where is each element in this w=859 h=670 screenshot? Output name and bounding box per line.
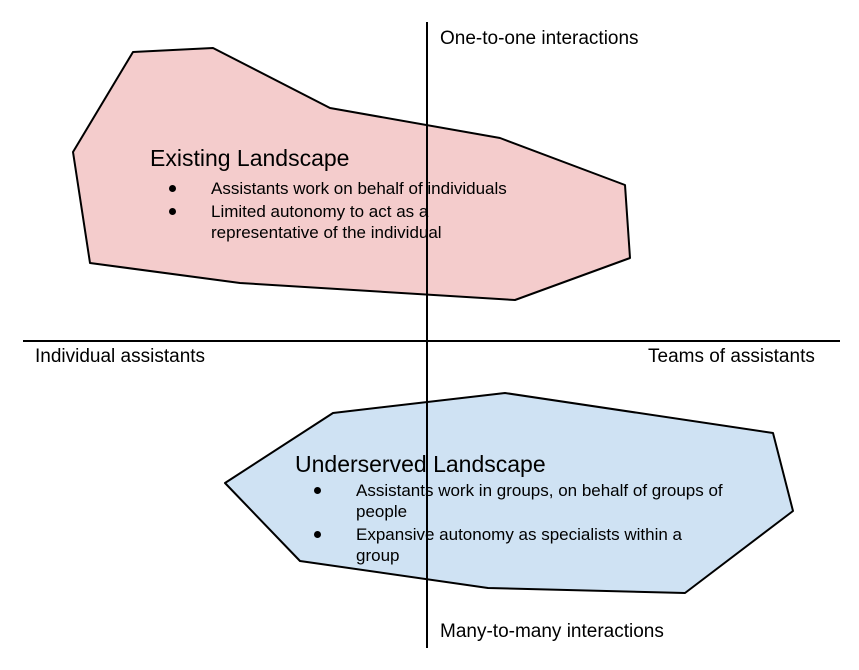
underserved-landscape-text: Underserved Landscape Assistants work in… — [295, 450, 775, 568]
axis-label-left: Individual assistants — [35, 346, 206, 367]
existing-landscape-bullets: Assistants work on behalf of individuals… — [169, 178, 580, 243]
existing-landscape-title: Existing Landscape — [150, 145, 350, 171]
underserved-landscape-shape — [224, 392, 794, 594]
axis-label-right: Teams of assistants — [648, 346, 815, 367]
bullet-dot-icon — [169, 185, 176, 192]
existing-landscape-text: Existing Landscape Assistants work on be… — [150, 144, 580, 245]
bullet-item: Expansive autonomy as specialists within… — [314, 524, 716, 566]
axis-label-bottom: Many-to-many interactions — [440, 621, 664, 642]
existing-landscape-shape — [72, 47, 631, 301]
bullet-text: Assistants work on behalf of individuals — [211, 179, 507, 198]
underserved-landscape-title: Underserved Landscape — [295, 451, 546, 477]
bullet-dot-icon — [169, 208, 176, 215]
bullet-text: Limited autonomy to act as a representat… — [211, 202, 442, 242]
bullet-text: Assistants work in groups, on behalf of … — [356, 481, 723, 521]
axis-label-top: One-to-one interactions — [440, 28, 639, 49]
bullet-dot-icon — [314, 487, 321, 494]
bullet-item: Assistants work in groups, on behalf of … — [314, 480, 756, 522]
bullet-item: Assistants work on behalf of individuals — [169, 178, 580, 199]
bullet-dot-icon — [314, 531, 321, 538]
bullet-text: Expansive autonomy as specialists within… — [356, 525, 682, 565]
bullet-item: Limited autonomy to act as a representat… — [169, 201, 511, 243]
underserved-landscape-bullets: Assistants work in groups, on behalf of … — [314, 480, 775, 566]
